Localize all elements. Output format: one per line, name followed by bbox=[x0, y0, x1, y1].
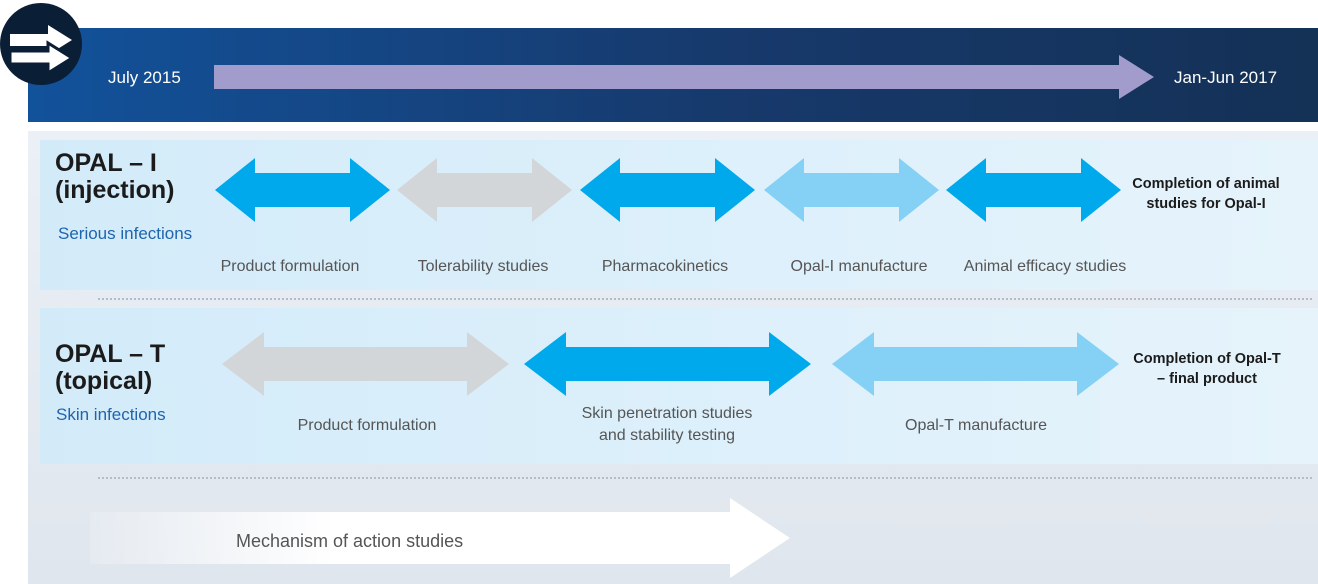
opal-i-title-line: (injection) bbox=[55, 176, 175, 204]
completion-line: – final product bbox=[1157, 371, 1257, 387]
opal-i-subtitle: Serious infections bbox=[58, 224, 193, 243]
opal-i-title: OPAL – I (injection) bbox=[55, 150, 174, 204]
logo bbox=[0, 3, 82, 85]
stage-arrow-opal-i-manufacture bbox=[764, 158, 939, 222]
opal-t-completion: Completion of Opal-T – final product bbox=[1117, 349, 1297, 389]
stage-label: Product formulation bbox=[220, 258, 360, 275]
opal-t-subtitle: Skin infections bbox=[56, 405, 166, 424]
stage-label: Opal-I manufacture bbox=[790, 258, 928, 275]
completion-line: Completion of Opal-T bbox=[1133, 351, 1281, 367]
double-right-arrow-icon bbox=[8, 25, 75, 76]
divider bbox=[98, 477, 1312, 479]
divider bbox=[98, 298, 1312, 300]
stage-arrow-pharmacokinetics bbox=[580, 158, 755, 222]
opal-i-completion: Completion of animal studies for Opal-I bbox=[1116, 174, 1296, 214]
stage-label: Product formulation bbox=[297, 417, 437, 434]
opal-t-title-line: (topical) bbox=[55, 367, 153, 395]
stage-arrow-opal-t-manufacture bbox=[832, 332, 1119, 396]
completion-line: Completion of animal bbox=[1132, 176, 1280, 192]
stage-label-line: and stability testing bbox=[598, 427, 736, 444]
opal-i-title-line: OPAL – I bbox=[55, 149, 157, 177]
mechanism-label: Mechanism of action studies bbox=[236, 531, 464, 551]
stage-label: Pharmacokinetics bbox=[601, 258, 729, 275]
opal-t-title: OPAL – T (topical) bbox=[55, 341, 165, 395]
stage-label-line: Skin penetration studies bbox=[581, 405, 753, 422]
stage-arrow-tolerability bbox=[397, 158, 572, 222]
timeline-arrow bbox=[214, 55, 1154, 99]
stage-arrow-product-formulation bbox=[215, 158, 390, 222]
stage-label: Opal-T manufacture bbox=[905, 417, 1047, 434]
stage-arrow-skin-penetration bbox=[524, 332, 811, 396]
stage-label: Animal efficacy studies bbox=[963, 258, 1127, 275]
mechanism-arrow bbox=[90, 498, 790, 578]
timeline-start-date: July 2015 bbox=[108, 68, 181, 87]
stage-arrow-animal-efficacy bbox=[946, 158, 1121, 222]
completion-line: studies for Opal-I bbox=[1146, 196, 1266, 212]
stage-arrow-product-formulation bbox=[222, 332, 509, 396]
timeline-end-date: Jan-Jun 2017 bbox=[1174, 68, 1278, 87]
stage-label: Skin penetration studies and stability t… bbox=[532, 403, 802, 447]
stage-label: Tolerability studies bbox=[417, 258, 549, 275]
opal-t-title-line: OPAL – T bbox=[55, 340, 166, 368]
